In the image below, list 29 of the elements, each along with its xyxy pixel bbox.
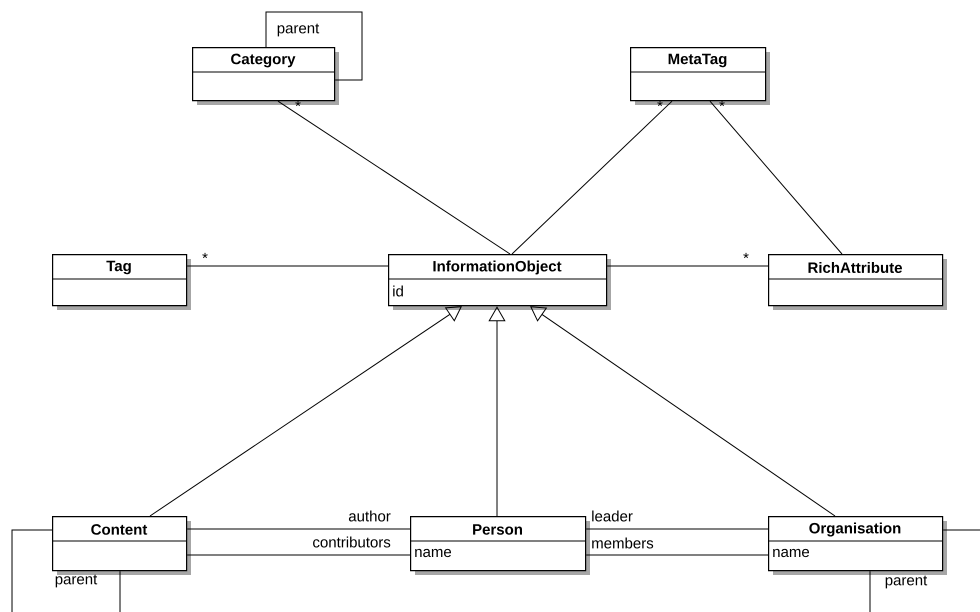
- class-box: Tag: [52, 254, 191, 310]
- association-line: [186, 528, 410, 530]
- edge-label: *: [743, 252, 749, 258]
- edge-label: parent: [886, 576, 928, 588]
- edge-label: *: [295, 100, 301, 106]
- class-box: Content: [52, 516, 191, 575]
- class-box: RichAttribute: [768, 254, 947, 310]
- generalization-arrow: [150, 306, 462, 516]
- edge-label: contributors: [313, 536, 390, 548]
- association-line: [710, 100, 842, 254]
- edge-label: members: [592, 537, 654, 548]
- association-line: [586, 528, 768, 530]
- association-line: [870, 530, 980, 612]
- class-box: Person name: [410, 516, 590, 575]
- association-line: [266, 12, 362, 80]
- class-box: InformationObject id: [388, 254, 611, 310]
- association-line: [586, 554, 768, 556]
- edge-label: *: [719, 100, 725, 106]
- edge-label: *: [657, 100, 663, 106]
- edge-label: leader: [592, 510, 633, 522]
- generalization-arrow: [530, 306, 836, 516]
- edge-label: author: [348, 510, 391, 522]
- edge-label: *: [202, 252, 208, 258]
- association-line: [512, 100, 672, 254]
- association-line: [278, 100, 510, 254]
- association-line: [12, 530, 120, 612]
- edge-label: parent: [278, 24, 320, 36]
- association-line: [186, 554, 410, 556]
- edge-label: parent: [56, 574, 98, 588]
